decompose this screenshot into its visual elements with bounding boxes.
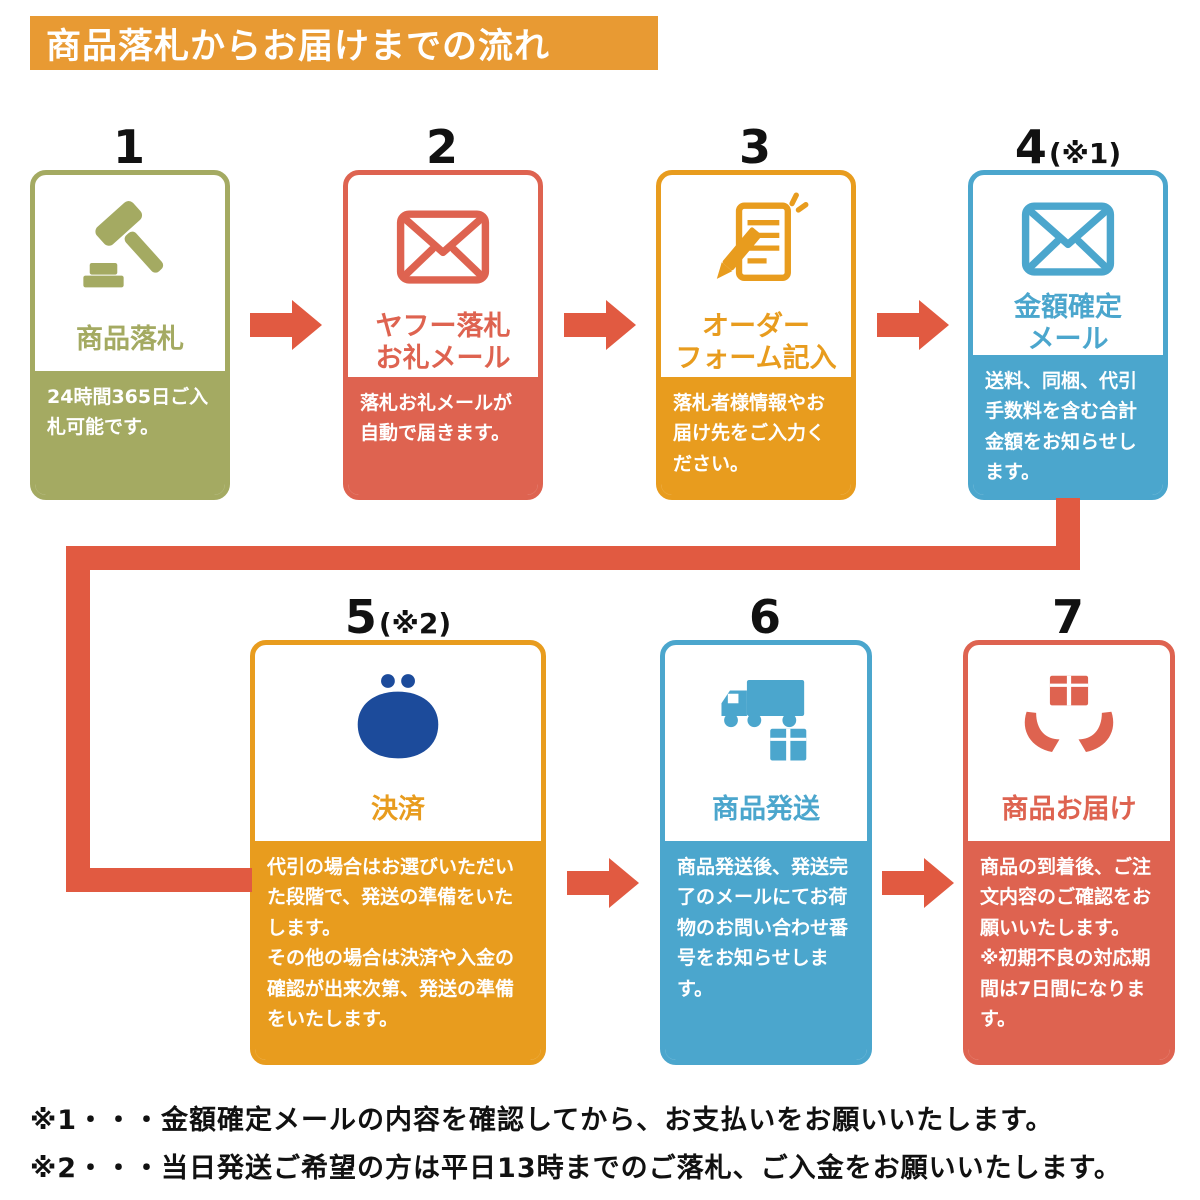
step-description: 落札者様情報やお届け先をご入力ください。 bbox=[661, 376, 851, 495]
step-title: 商品お届け bbox=[1001, 794, 1137, 826]
step-number: 1 bbox=[112, 120, 145, 174]
flow-arrow bbox=[877, 300, 949, 350]
page-title: 商品落札からお届けまでの流れ bbox=[46, 26, 551, 67]
flow-arrow bbox=[567, 858, 639, 908]
step-number: 4(※1) bbox=[1014, 120, 1122, 174]
step-card: 商品落札 24時間365日ご入札可能です。 bbox=[30, 170, 230, 500]
step-number: 5(※2) bbox=[344, 590, 452, 644]
step-card: 商品発送 商品発送後、発送完了のメールにてお荷物のお問い合わせ番号をお知らせしま… bbox=[660, 640, 872, 1065]
step-number: 2 bbox=[425, 120, 458, 174]
step-number: 3 bbox=[738, 120, 771, 174]
step-card: 金額確定 メール 送料、同梱、代引手数料を含む合計金額をお知らせします。 bbox=[968, 170, 1168, 500]
coin-purse-icon bbox=[255, 645, 541, 777]
step-description: 24時間365日ご入札可能です。 bbox=[35, 371, 225, 495]
flow-connector-segment bbox=[66, 546, 90, 892]
step-card: オーダー フォーム記入 落札者様情報やお届け先をご入力ください。 bbox=[656, 170, 856, 500]
step-3: 3 オーダー フォーム記入 落札者様情報やお届け先をご入力ください。 bbox=[656, 112, 856, 500]
flow-arrow bbox=[250, 300, 322, 350]
step-5: 5(※2) 決済 代引の場合はお選びいただいた段階で、発送の準備をいたします。 … bbox=[250, 582, 546, 1065]
step-title: 商品落札 bbox=[76, 324, 184, 356]
step-description: 商品発送後、発送完了のメールにてお荷物のお問い合わせ番号をお知らせします。 bbox=[665, 841, 867, 1060]
footnote-1: ※1・・・金額確定メールの内容を確認してから、お支払いをお願いいたします。 bbox=[30, 1105, 1054, 1136]
step-title: 金額確定 メール bbox=[1014, 292, 1122, 355]
step-card: 商品お届け 商品の到着後、ご注文内容のご確認をお願いいたします。 ※初期不良の対… bbox=[963, 640, 1175, 1065]
flow-connector-segment bbox=[66, 868, 252, 892]
delivery-truck-icon bbox=[665, 645, 867, 777]
step-title: 決済 bbox=[371, 794, 425, 826]
mail-icon bbox=[973, 175, 1163, 291]
step-description: 落札お礼メールが自動で届きます。 bbox=[348, 376, 538, 495]
step-title: ヤフー落札 お礼メール bbox=[375, 311, 511, 374]
step-7: 7 商品お届け 商品の到着後、ご注文内容のご確認をお願いいたします。 ※初期不良… bbox=[963, 582, 1175, 1065]
step-6: 6 商品発送 商品発送後、発送完了のメールにてお荷物のお問い合わせ番号をお知らせ… bbox=[660, 582, 872, 1065]
header-banner: 商品落札からお届けまでの流れ bbox=[30, 16, 658, 70]
flow-connector-segment bbox=[66, 546, 1080, 570]
step-2: 2 ヤフー落札 お礼メール 落札お礼メールが自動で届きます。 bbox=[343, 112, 543, 500]
mail-icon bbox=[348, 175, 538, 307]
step-number: 7 bbox=[1051, 590, 1084, 644]
step-4: 4(※1) 金額確定 メール 送料、同梱、代引手数料を含む合計金額をお知らせしま… bbox=[968, 112, 1168, 500]
step-description: 商品の到着後、ご注文内容のご確認をお願いいたします。 ※初期不良の対応期間は7日… bbox=[968, 841, 1170, 1060]
step-number: 6 bbox=[748, 590, 781, 644]
step-card: ヤフー落札 お礼メール 落札お礼メールが自動で届きます。 bbox=[343, 170, 543, 500]
footnote-2: ※2・・・当日発送ご希望の方は平日13時までのご落札、ご入金をお願いいたします。 bbox=[30, 1153, 1122, 1184]
flow-arrow bbox=[882, 858, 954, 908]
step-title: 商品発送 bbox=[712, 794, 820, 826]
order-form-icon bbox=[661, 175, 851, 307]
hands-package-icon bbox=[968, 645, 1170, 777]
step-description: 代引の場合はお選びいただいた段階で、発送の準備をいたします。 その他の場合は決済… bbox=[255, 841, 541, 1060]
step-title: オーダー フォーム記入 bbox=[675, 311, 837, 374]
step-description: 送料、同梱、代引手数料を含む合計金額をお知らせします。 bbox=[973, 355, 1163, 495]
flow-arrow bbox=[564, 300, 636, 350]
step-1: 1 商品落札 24時間365日ご入札可能です。 bbox=[30, 112, 230, 500]
gavel-icon bbox=[35, 175, 225, 307]
step-card: 決済 代引の場合はお選びいただいた段階で、発送の準備をいたします。 その他の場合… bbox=[250, 640, 546, 1065]
